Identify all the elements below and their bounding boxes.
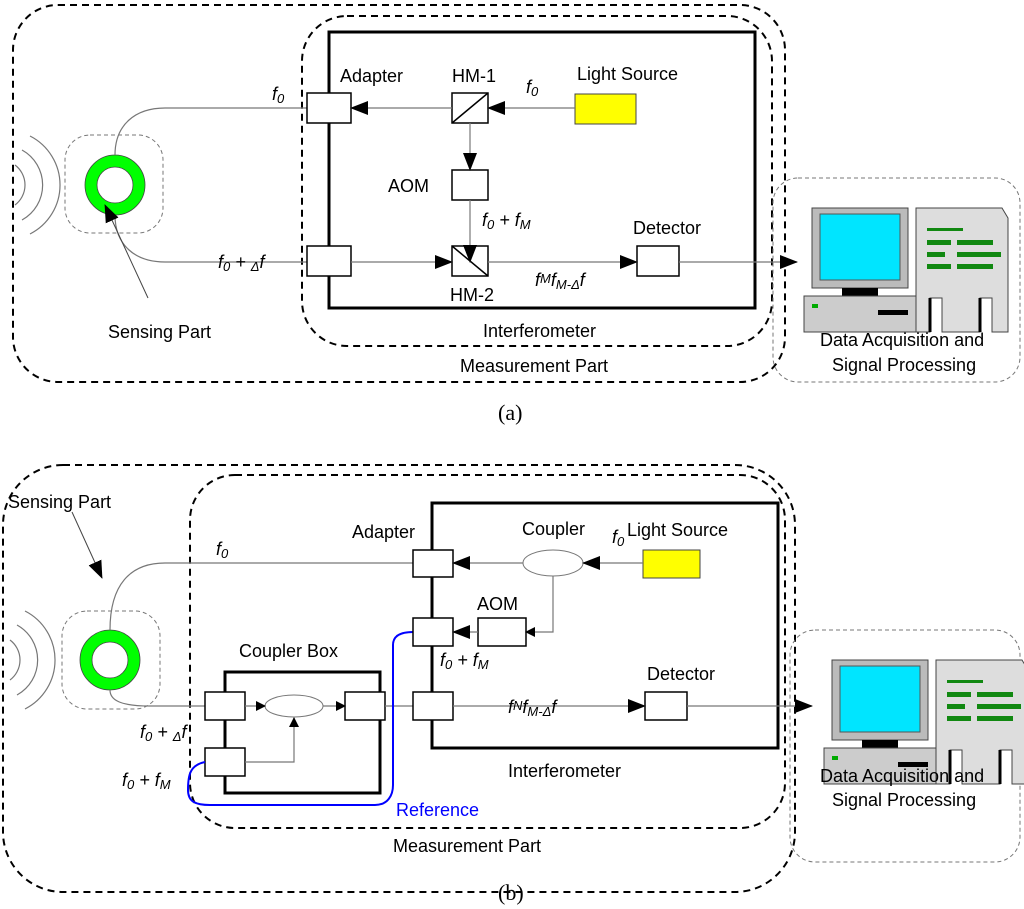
daq-label-2: Signal Processing xyxy=(832,790,976,810)
coupler-box xyxy=(223,670,382,795)
measurement-part-boundary xyxy=(2,464,796,893)
coupler-box-output xyxy=(344,691,386,721)
wave-icon xyxy=(14,135,61,235)
measurement-part-label: Measurement Part xyxy=(393,836,541,856)
reference-label: Reference xyxy=(396,800,479,820)
f0-fm-label: f0 + fM xyxy=(440,650,489,672)
adapter-top xyxy=(306,92,352,124)
coupler-box-input xyxy=(204,691,246,721)
f0-fiber-label: f0 xyxy=(272,84,285,106)
f0-fm-reference-label: f0 + fM xyxy=(122,770,171,792)
adapter-bottom xyxy=(306,245,352,277)
aom-label: AOM xyxy=(477,594,518,614)
f0-fm-label: f0 + fM xyxy=(482,210,531,232)
adapter-middle xyxy=(412,617,454,647)
daq-boundary xyxy=(772,177,1021,383)
f0-source-label: f0 xyxy=(612,527,625,549)
sensing-part-label: Sensing Part xyxy=(108,322,211,342)
beat-label: fNfM-Δf xyxy=(508,697,558,719)
f0-df-label: f0 + Δf xyxy=(140,722,189,744)
sensing-part-label: Sensing Part xyxy=(8,492,111,512)
detector-label: Detector xyxy=(647,664,715,684)
measurement-part-label: Measurement Part xyxy=(460,356,608,376)
light-source-label: Light Source xyxy=(577,64,678,84)
f0-df-label: f0 + Δf xyxy=(218,252,267,274)
adapter-top xyxy=(412,549,454,578)
computer-icon xyxy=(802,206,1010,334)
daq-label-1: Data Acquisition and xyxy=(820,330,984,350)
sensing-ring xyxy=(85,155,145,215)
panel-a: Adapter HM-1 Light Source AOM HM-2 Detec… xyxy=(12,4,1021,425)
detector-label: Detector xyxy=(633,218,701,238)
interferometer-label: Interferometer xyxy=(483,321,596,341)
adapter-label: Adapter xyxy=(352,522,415,542)
interferometer-boundary xyxy=(301,15,773,347)
daq-label-2: Signal Processing xyxy=(832,355,976,375)
interferometer-box xyxy=(327,30,757,310)
coupler-box-label: Coupler Box xyxy=(239,641,338,661)
coupler xyxy=(522,549,584,577)
light-source xyxy=(642,549,701,579)
hm1-label: HM-1 xyxy=(452,66,496,86)
caption-a: (a) xyxy=(498,400,522,425)
f0-source-label: f0 xyxy=(526,77,539,99)
adapter-bottom xyxy=(412,691,454,721)
beat-label: fMfM-Δf xyxy=(535,270,587,292)
detector-box xyxy=(644,691,688,721)
caption-b: (b) xyxy=(498,880,524,905)
f0-fiber-label: f0 xyxy=(216,539,229,561)
sensing-ring xyxy=(80,630,140,690)
adapter-label: Adapter xyxy=(340,66,403,86)
aom-box xyxy=(451,169,489,201)
daq-label-1: Data Acquisition and xyxy=(820,766,984,786)
measurement-part-boundary xyxy=(12,4,786,383)
wave-icon xyxy=(9,610,56,710)
aom-box xyxy=(477,617,527,647)
panel-b: Adapter Coupler Light Source AOM Detecto… xyxy=(2,464,1024,905)
sensor-boundary xyxy=(64,134,164,234)
hm2-label: HM-2 xyxy=(450,285,494,305)
coupler-box-coupler xyxy=(264,694,324,718)
interferometer-boundary xyxy=(189,474,786,829)
sensing-arrow xyxy=(71,511,103,579)
light-source-label: Light Source xyxy=(627,520,728,540)
aom-label: AOM xyxy=(388,176,429,196)
coupler-box-reference-input xyxy=(204,747,246,777)
light-source xyxy=(574,93,637,125)
interferometer-label: Interferometer xyxy=(508,761,621,781)
detector-box xyxy=(636,245,680,277)
sensing-arrow xyxy=(104,204,149,299)
reference-fiber xyxy=(186,631,414,806)
coupler-label: Coupler xyxy=(522,519,585,539)
